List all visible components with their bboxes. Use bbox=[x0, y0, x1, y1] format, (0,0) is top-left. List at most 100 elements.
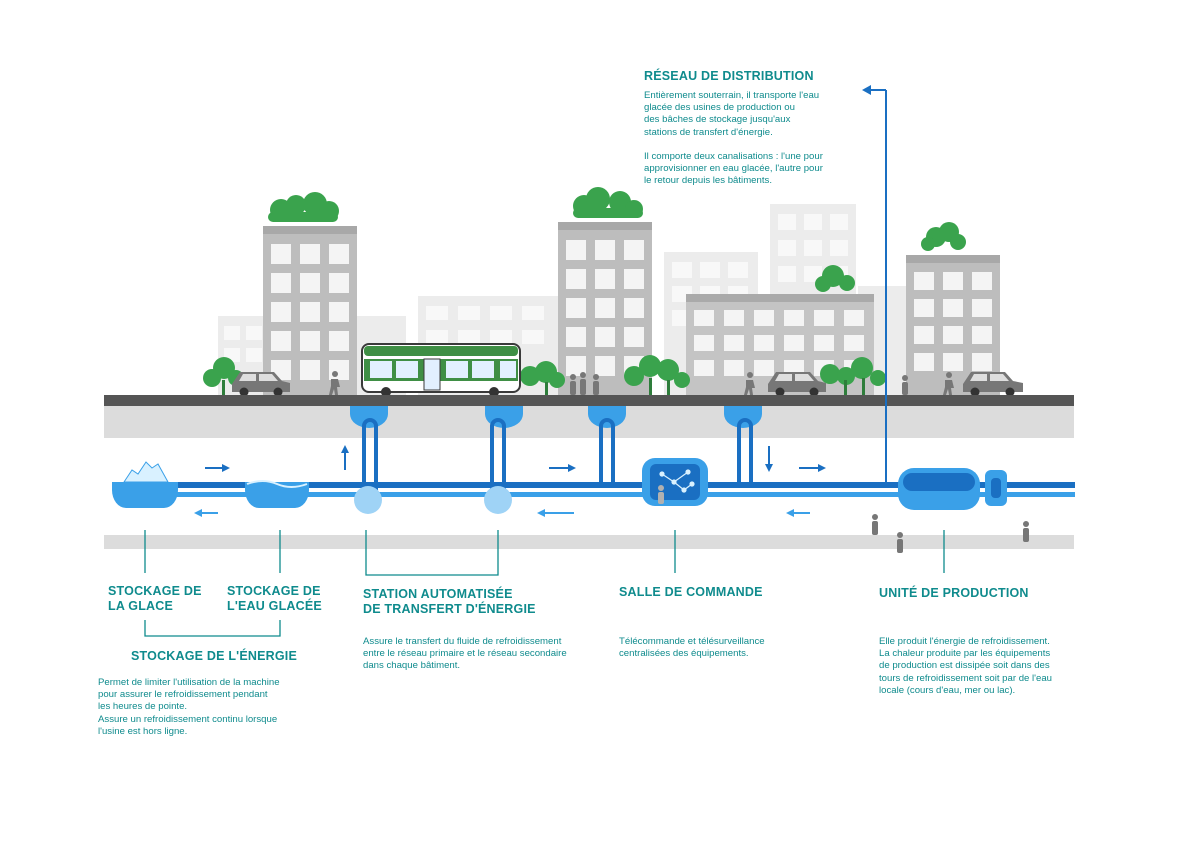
window bbox=[566, 240, 586, 260]
window bbox=[595, 240, 615, 260]
window bbox=[972, 326, 992, 344]
window bbox=[624, 327, 644, 347]
tree-trunks bbox=[222, 378, 865, 396]
window bbox=[224, 326, 240, 340]
arrow-icon bbox=[205, 445, 826, 472]
window bbox=[754, 335, 774, 351]
window bbox=[522, 306, 544, 320]
window bbox=[914, 299, 934, 317]
window bbox=[624, 298, 644, 318]
stockage-energie-description: Permet de limiter l'utilisation de la ma… bbox=[98, 677, 280, 737]
control-screen-icon bbox=[659, 469, 695, 493]
window bbox=[458, 306, 480, 320]
window bbox=[300, 360, 320, 380]
window bbox=[522, 330, 544, 344]
window bbox=[566, 327, 586, 347]
transfer-stations bbox=[350, 406, 762, 514]
car-icon bbox=[768, 372, 826, 397]
pedestrian-icon bbox=[872, 514, 1029, 553]
window bbox=[490, 330, 512, 344]
lower-ground-layer bbox=[104, 535, 1074, 549]
window bbox=[271, 331, 291, 351]
ice-storage-tank bbox=[112, 461, 178, 508]
window bbox=[728, 262, 748, 278]
window bbox=[694, 360, 714, 376]
window bbox=[804, 240, 822, 256]
window bbox=[914, 326, 934, 344]
reseau-description-1: Entièrement souterrain, il transporte l'… bbox=[644, 90, 820, 138]
window bbox=[300, 244, 320, 264]
window bbox=[624, 240, 644, 260]
window bbox=[844, 335, 864, 351]
production-unit bbox=[898, 468, 1007, 510]
window bbox=[566, 269, 586, 289]
window bbox=[724, 310, 744, 326]
window bbox=[694, 335, 714, 351]
transfer-station bbox=[484, 406, 523, 514]
window bbox=[300, 302, 320, 322]
window bbox=[972, 353, 992, 371]
pedestrian-icon bbox=[329, 371, 954, 395]
window bbox=[914, 353, 934, 371]
window bbox=[672, 262, 692, 278]
salle-title: SALLE DE COMMANDE bbox=[619, 585, 763, 599]
window bbox=[595, 327, 615, 347]
window bbox=[943, 299, 963, 317]
window bbox=[830, 240, 848, 256]
window bbox=[844, 310, 864, 326]
unite-description: Elle produit l'énergie de refroidissemen… bbox=[879, 636, 1053, 696]
chilled-water-storage-tank bbox=[245, 480, 309, 508]
tree-icon bbox=[573, 187, 643, 218]
transfer-station bbox=[588, 406, 626, 488]
window bbox=[972, 272, 992, 290]
tree-icon bbox=[815, 265, 855, 292]
tree-icon bbox=[921, 222, 966, 251]
reseau-description-2: Il comporte deux canalisations : l'une p… bbox=[644, 151, 823, 187]
bus-icon bbox=[361, 343, 521, 397]
window bbox=[271, 273, 291, 293]
window bbox=[778, 240, 796, 256]
leader-lines bbox=[144, 530, 945, 637]
window bbox=[595, 298, 615, 318]
distribution-pipes bbox=[140, 482, 1075, 497]
window bbox=[943, 326, 963, 344]
transfer-station bbox=[724, 406, 762, 488]
window bbox=[300, 331, 320, 351]
transfer-station bbox=[350, 406, 388, 514]
car-icon bbox=[963, 372, 1023, 397]
station-description: Assure le transfert du fluide de refroid… bbox=[363, 636, 567, 672]
distribution-riser bbox=[862, 85, 887, 485]
window bbox=[246, 348, 262, 362]
control-room bbox=[642, 458, 708, 506]
window bbox=[754, 360, 774, 376]
window bbox=[804, 214, 822, 230]
window bbox=[426, 306, 448, 320]
window bbox=[694, 310, 714, 326]
window bbox=[329, 244, 349, 264]
window bbox=[972, 299, 992, 317]
window bbox=[943, 353, 963, 371]
tree-icon bbox=[268, 192, 339, 222]
window bbox=[778, 266, 796, 282]
window bbox=[700, 262, 720, 278]
window bbox=[784, 310, 804, 326]
window bbox=[814, 335, 834, 351]
stockage-energie-title: STOCKAGE DE L'ÉNERGIE bbox=[131, 649, 297, 663]
window bbox=[914, 272, 934, 290]
window bbox=[595, 356, 615, 376]
window bbox=[329, 273, 349, 293]
salle-description: Télécommande et télésurveillance central… bbox=[619, 636, 765, 660]
window bbox=[566, 356, 586, 376]
window bbox=[830, 214, 848, 230]
window bbox=[490, 306, 512, 320]
car-icon bbox=[232, 372, 290, 397]
window bbox=[595, 269, 615, 289]
unite-title: UNITÉ DE PRODUCTION bbox=[879, 586, 1029, 600]
window bbox=[784, 335, 804, 351]
window bbox=[724, 360, 744, 376]
reseau-title: RÉSEAU DE DISTRIBUTION bbox=[644, 69, 814, 83]
window bbox=[778, 214, 796, 230]
window bbox=[271, 302, 291, 322]
window bbox=[814, 310, 834, 326]
